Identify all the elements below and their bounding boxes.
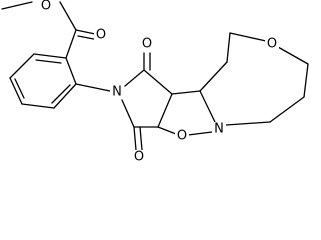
- methyl-bond: [1, 1, 33, 10]
- ring-fusion-bond: [157, 93, 173, 128]
- junction-to-bridgehead-bond: [171, 90, 201, 95]
- lower-carbonyl-c-to-imide-n-bond: [121, 99, 135, 128]
- ch2-to-oxazinane-o-bond: [229, 32, 267, 42]
- upper-imide-oxygen-label: O: [142, 37, 152, 52]
- bridgehead-to-ch2-bond: [199, 61, 228, 92]
- bridgehead-to-ring-n-bond: [199, 90, 216, 123]
- atom-labels: O O O O N N O O: [38, 0, 279, 165]
- ester-single-oxygen-label: O: [41, 0, 51, 14]
- benzene-bond: [21, 103, 55, 109]
- methyl-ester-group: [1, 1, 101, 59]
- benzene-bond: [9, 77, 23, 105]
- benzene-inner-double-bond: [14, 78, 25, 99]
- ch2-to-ch2-bond: [269, 96, 305, 123]
- carbonyl-c-to-ring-bond: [65, 29, 77, 59]
- ch2-down-bond: [303, 63, 309, 98]
- ch2-up-bond: [226, 32, 231, 63]
- lower-carbonyl-double-bond-inner: [139, 126, 143, 151]
- ester-carbonyl-oxygen-label: O: [96, 28, 106, 43]
- oxazinane-ring: [199, 32, 309, 126]
- upper-carbonyl-c-to-junction-bond: [143, 69, 173, 95]
- isoxazolidine-ring: [157, 90, 216, 136]
- benzene-bond: [33, 53, 67, 59]
- aryl-to-imide-n-bond: [75, 83, 111, 92]
- lower-imide-oxygen-label: O: [134, 150, 144, 165]
- molecule-diagram: O O O O N N O O: [1, 0, 309, 165]
- isoxazolidine-oxygen-label: O: [177, 129, 187, 144]
- imide-nitrogen-label: N: [112, 85, 122, 100]
- ester-o-to-carbonyl-c-bond: [59, 1, 77, 31]
- oxazinane-oxygen-label: O: [267, 37, 277, 52]
- imide-n-to-upper-carbonyl-bond: [124, 69, 145, 87]
- benzene-bond: [65, 57, 77, 85]
- benzene-inner-double-bond: [51, 84, 71, 104]
- imide-ring: [121, 52, 173, 151]
- oxazinane-o-to-ch2-bond: [277, 46, 309, 65]
- benzene-bond: [53, 83, 77, 109]
- ring-n-to-ring-o-bond: [187, 131, 213, 136]
- benzene-bond: [9, 53, 35, 79]
- structure-drawing: O O O O N N O O: [1, 0, 309, 165]
- ch2-to-ring-n-bond: [225, 121, 271, 126]
- benzene-ring: [9, 53, 77, 109]
- ring-nitrogen-label: N: [214, 122, 224, 137]
- benzene-inner-double-bond: [35, 59, 62, 64]
- ring-o-to-junction-bond: [157, 126, 177, 135]
- lower-carbonyl-double-bond: [133, 126, 137, 151]
